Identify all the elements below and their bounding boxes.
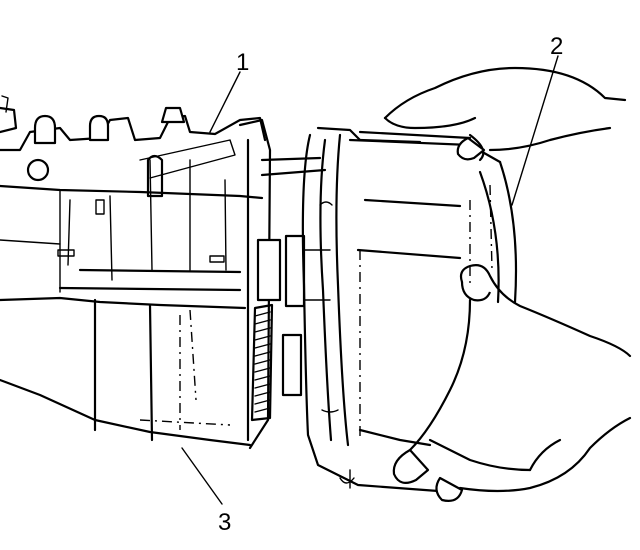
callout-2: 2 [550,33,563,60]
leader-line-1 [209,71,241,133]
leader-line-2 [511,55,559,206]
callout-1: 1 [236,49,249,76]
upper-hand [358,66,627,162]
main-transmission-case [0,95,272,450]
gear-assembly [250,156,331,422]
callout-3: 3 [218,509,231,536]
leader-line-3 [181,447,223,505]
lower-hand [392,264,632,502]
callout-leaders [181,55,559,505]
extension-housing [301,126,518,493]
